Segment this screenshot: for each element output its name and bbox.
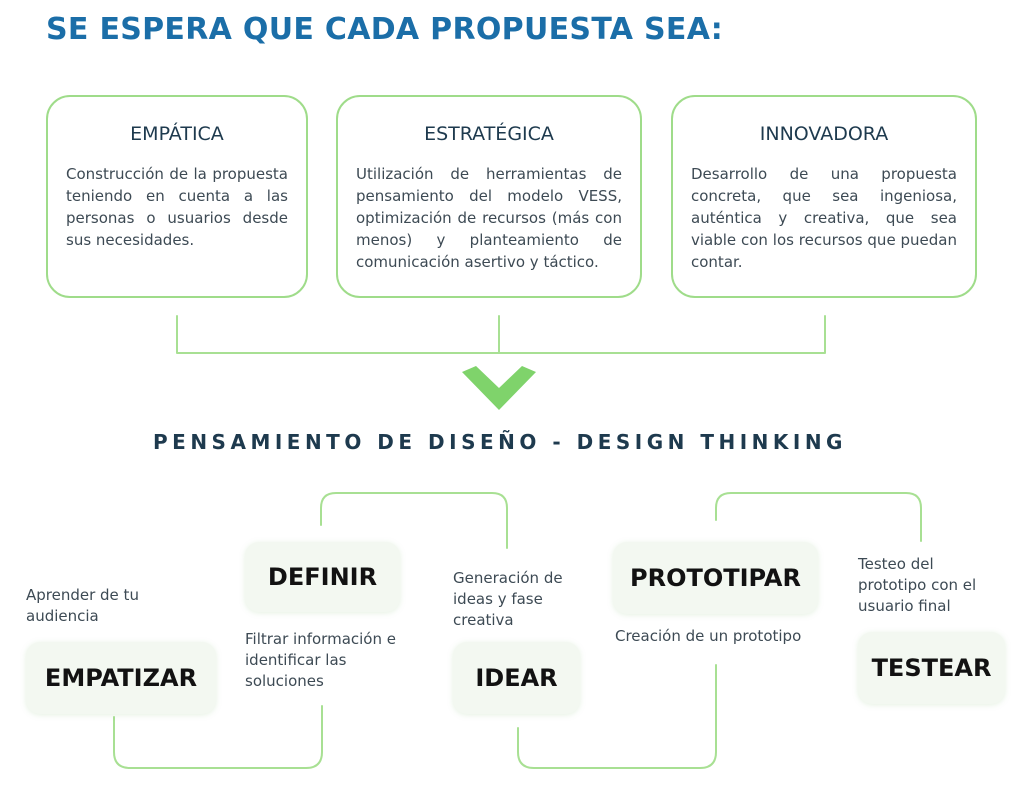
stage-note-empatizar: Aprender de tu audiencia <box>26 586 139 625</box>
stage-note-definir: Filtrar información e identificar las so… <box>245 630 396 690</box>
stage-definir: DEFINIR <box>245 542 400 612</box>
stage-label: IDEAR <box>475 664 558 692</box>
stage-note-testear: Testeo del prototipo con el usuario fina… <box>858 555 977 615</box>
page-title: SE ESPERA QUE CADA PROPUESTA SEA: <box>46 12 724 47</box>
stage-note-idear: Generación de ideas y fase creativa <box>453 569 563 629</box>
design-thinking-heading: PENSAMIENTO DE DISEÑO - DESIGN THINKING <box>153 430 847 454</box>
card-estrategica: ESTRATÉGICA Utilización de herramientas … <box>336 95 642 298</box>
stage-label: PROTOTIPAR <box>630 564 801 592</box>
flow-curve-definir-idear <box>320 492 508 549</box>
card-innovadora: INNOVADORA Desarrollo de una propuesta c… <box>671 95 977 298</box>
flow-curve-prototipar-testear <box>715 492 922 542</box>
stage-testear: TESTEAR <box>858 632 1005 704</box>
stage-label: DEFINIR <box>267 563 378 591</box>
card-text: Desarrollo de una propuesta concreta, qu… <box>691 165 957 271</box>
card-heading: INNOVADORA <box>759 123 889 145</box>
card-empatica: EMPÁTICA Construcción de la propuesta te… <box>46 95 308 298</box>
stage-prototipar: PROTOTIPAR <box>613 542 818 614</box>
stage-label: EMPATIZAR <box>44 664 198 692</box>
card-text: Construcción de la propuesta teniendo en… <box>66 165 288 249</box>
flow-curve-idear-prototipar <box>517 664 717 769</box>
chevron-down-icon <box>462 366 536 410</box>
bracket-connector <box>176 315 826 354</box>
card-text: Utilización de herramientas de pensamien… <box>356 165 622 271</box>
flow-curve-empatizar-definir <box>113 705 323 769</box>
card-heading: ESTRATÉGICA <box>424 123 554 145</box>
stage-note-prototipar: Creación de un prototipo <box>615 627 802 645</box>
stage-idear: IDEAR <box>453 642 580 714</box>
stage-label: TESTEAR <box>871 654 992 682</box>
stage-empatizar: EMPATIZAR <box>26 642 216 714</box>
card-heading: EMPÁTICA <box>130 123 224 145</box>
